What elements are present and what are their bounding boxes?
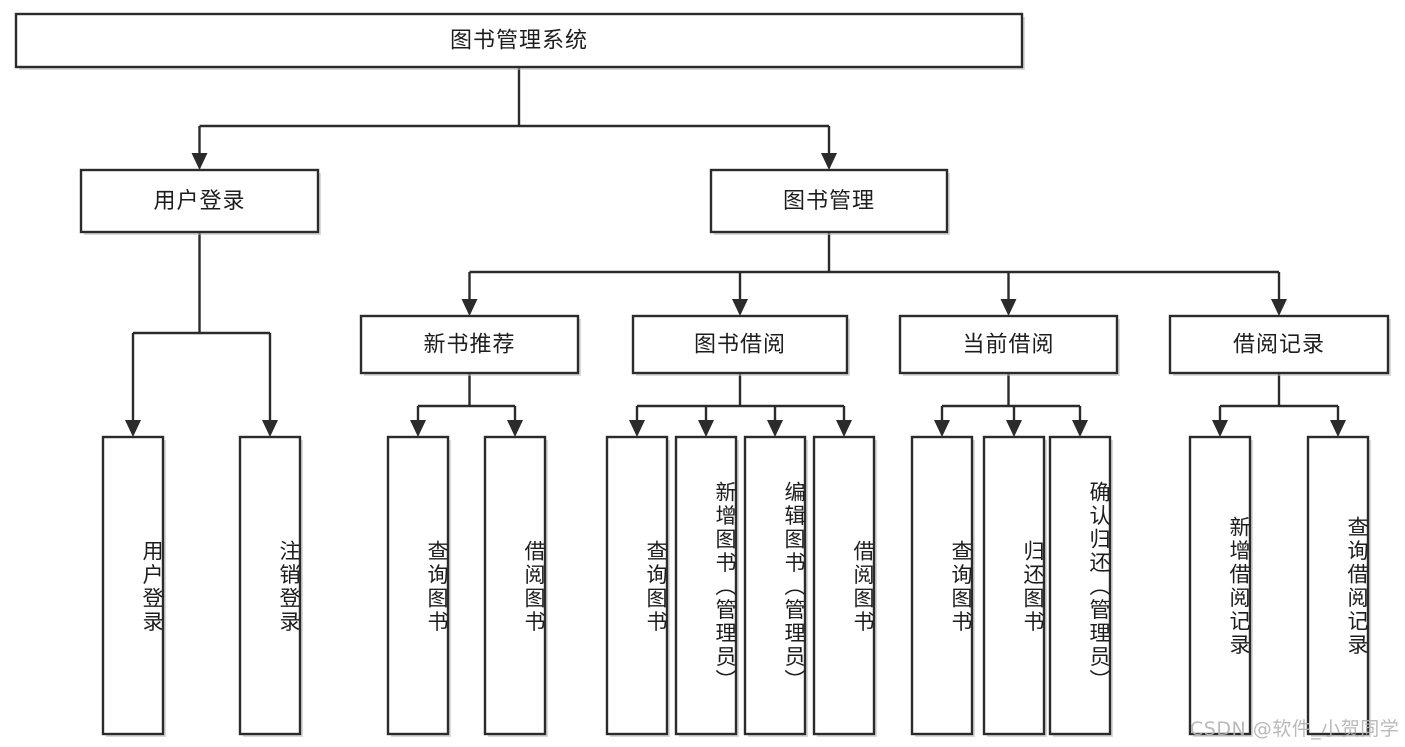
node-l2-图书管理[interactable] — [709, 168, 949, 234]
leaf-label-5-新增图书管理员: 新增图书（管理员） — [713, 480, 737, 693]
arrow-head-icon — [732, 299, 748, 316]
leaf-label-2-查询图书: 查询图书 — [425, 539, 449, 634]
arrow-head-icon — [629, 420, 645, 437]
arrow-head-icon — [1212, 420, 1228, 437]
node-l3-label-借阅记录: 借阅记录 — [1233, 333, 1325, 358]
arrow-head-icon — [767, 420, 783, 437]
connector-layer — [125, 67, 1346, 437]
node-l2-label-用户登录: 用户登录 — [153, 189, 245, 214]
node-l3-借阅记录[interactable] — [1168, 314, 1390, 375]
leaf-box-7-借阅图书[interactable] — [812, 435, 876, 736]
leaf-box-12-查询借阅记录[interactable] — [1306, 435, 1370, 736]
leaf-box-3-借阅图书[interactable] — [483, 435, 547, 736]
leaf-box-8-查询图书[interactable] — [910, 435, 974, 736]
leaf-box-10-确认归还管理员[interactable] — [1048, 435, 1112, 736]
node-l3-图书借阅[interactable] — [631, 314, 849, 375]
node-l3-新书推荐[interactable] — [359, 314, 580, 375]
leaf-box-11-新增借阅记录[interactable] — [1188, 435, 1252, 736]
leaf-label-6-编辑图书管理员: 编辑图书（管理员） — [782, 480, 806, 693]
arrow-head-icon — [698, 420, 714, 437]
arrow-head-icon — [1000, 299, 1017, 316]
leaf-label-10-确认归还管理员: 确认归还（管理员） — [1087, 480, 1111, 693]
arrow-head-icon — [410, 420, 426, 437]
leaf-label-4-查询图书: 查询图书 — [644, 539, 668, 634]
arrow-head-icon — [821, 153, 837, 170]
leaf-box-0-用户登录[interactable] — [101, 435, 165, 736]
node-l3-当前借阅[interactable] — [898, 314, 1119, 375]
leaf-label-0-用户登录: 用户登录 — [140, 539, 164, 634]
arrow-head-icon — [934, 420, 950, 437]
node-l3-label-图书借阅: 图书借阅 — [694, 333, 786, 358]
node-l3-label-当前借阅: 当前借阅 — [962, 333, 1054, 358]
box-layer — [14, 12, 1391, 737]
leaf-box-9-归还图书[interactable] — [982, 435, 1046, 736]
leaf-label-8-查询图书: 查询图书 — [949, 539, 973, 634]
node-l2-用户登录[interactable] — [79, 168, 320, 234]
leaf-label-1-注销登录: 注销登录 — [277, 539, 301, 634]
leaf-box-5-新增图书管理员[interactable] — [674, 435, 738, 736]
arrow-head-icon — [1006, 420, 1022, 437]
arrow-head-icon — [1330, 420, 1346, 437]
arrow-head-icon — [1072, 420, 1088, 437]
arrow-head-icon — [262, 420, 278, 437]
arrow-head-icon — [125, 420, 141, 437]
leaf-box-4-查询图书[interactable] — [605, 435, 669, 736]
leaf-label-11-新增借阅记录: 新增借阅记录 — [1227, 516, 1251, 657]
arrow-head-icon — [1271, 299, 1287, 316]
leaf-label-9-归还图书: 归还图书 — [1021, 539, 1045, 634]
node-l2-label-图书管理: 图书管理 — [783, 189, 875, 214]
leaf-label-7-借阅图书: 借阅图书 — [851, 539, 875, 634]
node-root-图书管理系统[interactable] — [14, 12, 1024, 69]
arrow-head-icon — [836, 420, 852, 437]
leaf-box-1-注销登录[interactable] — [238, 435, 302, 736]
leaf-box-2-查询图书[interactable] — [386, 435, 450, 736]
leaf-label-3-借阅图书: 借阅图书 — [522, 539, 546, 634]
arrow-head-icon — [461, 299, 478, 316]
node-root-label: 图书管理系统 — [450, 29, 588, 54]
leaf-box-6-编辑图书管理员[interactable] — [743, 435, 807, 736]
arrow-head-icon — [507, 420, 523, 437]
csdn-watermark: CSDN @软件_小贺同学 — [1190, 718, 1400, 740]
leaf-label-12-查询借阅记录: 查询借阅记录 — [1345, 516, 1369, 657]
node-l3-label-新书推荐: 新书推荐 — [423, 333, 515, 358]
arrow-head-icon — [191, 153, 208, 170]
